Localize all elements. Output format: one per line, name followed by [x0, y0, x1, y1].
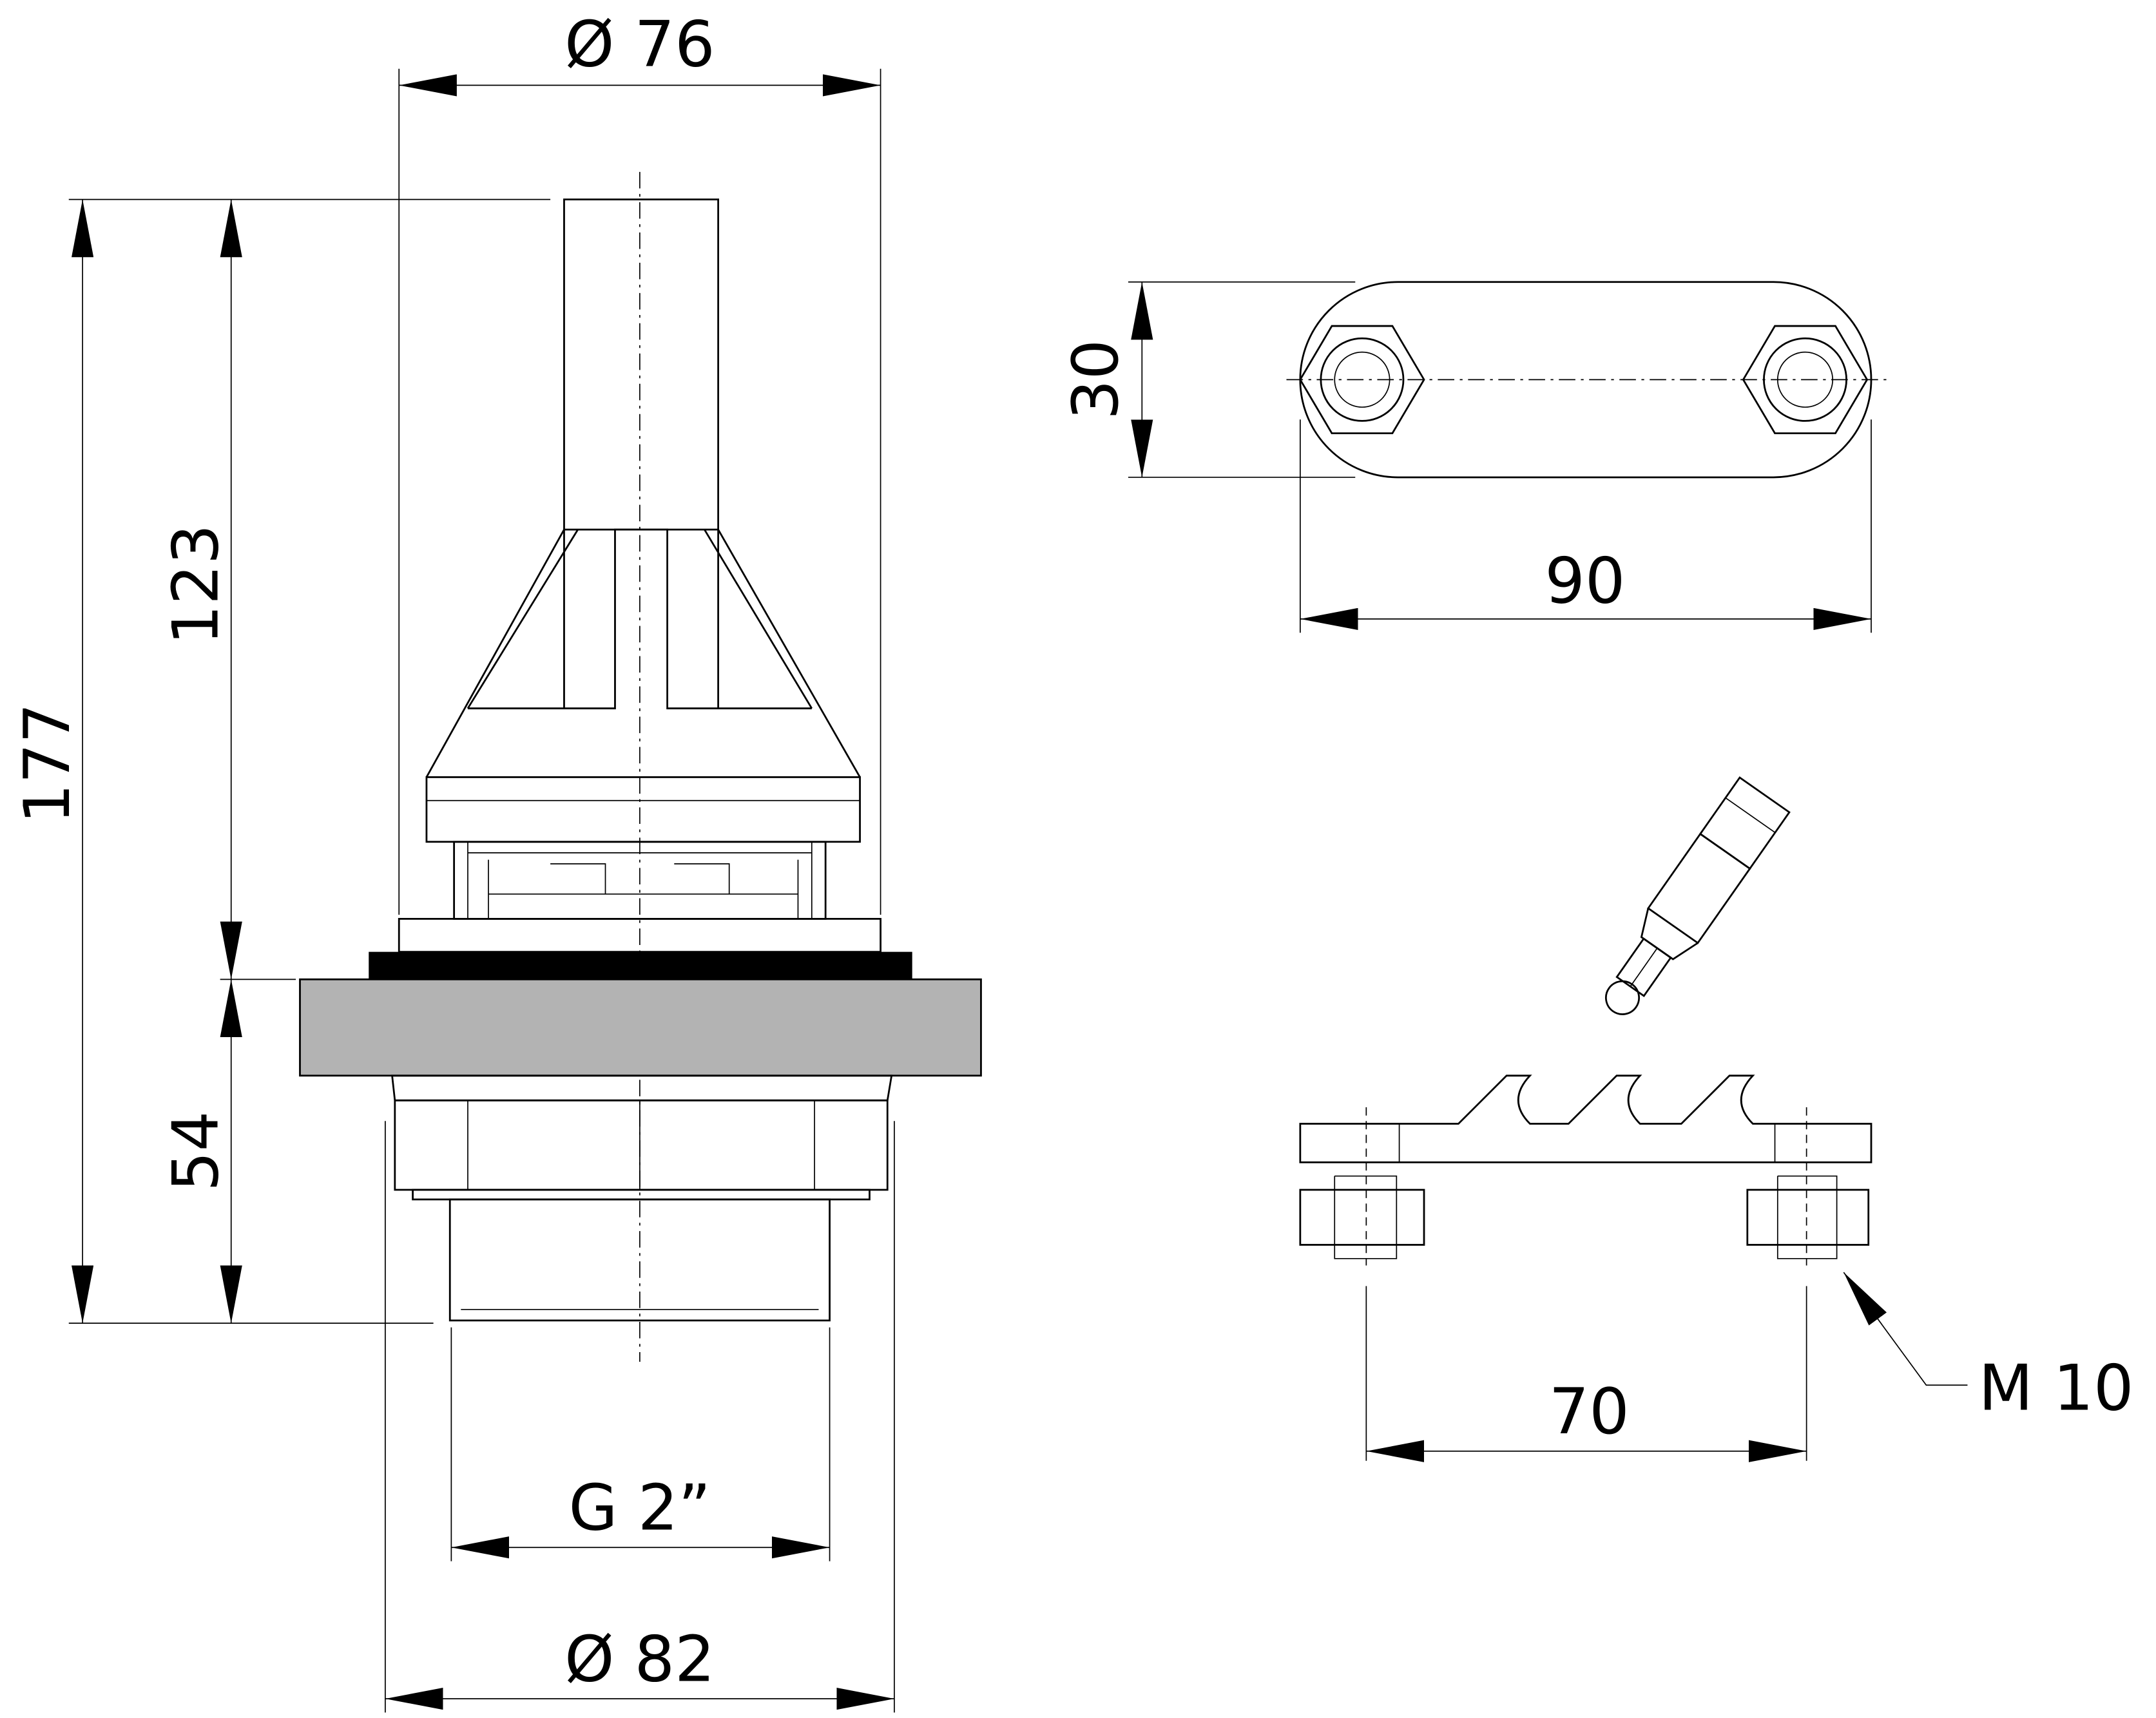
- dim-bolt-spacing: 70: [1549, 1375, 1630, 1449]
- valve-side-view: [299, 171, 982, 1362]
- key-tool: [1604, 776, 1791, 1015]
- dim-lower-height: 54: [159, 1111, 233, 1192]
- dim-slot-length: 90: [1545, 544, 1625, 618]
- dim-slot-width: 30: [1059, 339, 1133, 420]
- bolt-nut-right: [1746, 1107, 1870, 1266]
- gasket: [369, 951, 912, 980]
- dim-bolt-size: M 10: [1979, 1352, 2134, 1426]
- dimension-top-diameter: Ø 76: [398, 8, 881, 915]
- bolt-leader: [1843, 1272, 1968, 1386]
- nut-washer: [412, 1188, 871, 1201]
- nut-chamfer: [391, 1074, 893, 1102]
- bolt-nut-left: [1299, 1107, 1425, 1266]
- bracket-side-view: 70 M 10: [1299, 1074, 2134, 1462]
- dimension-heights: 177 123 54: [11, 198, 551, 1324]
- dim-total-height: 177: [11, 703, 84, 823]
- hex-nut-right: [1742, 325, 1869, 435]
- collar: [425, 776, 861, 843]
- nut-facets: [467, 1100, 815, 1190]
- hex-nut-left: [1299, 325, 1425, 435]
- thread: [448, 1198, 831, 1322]
- lock-nut: [394, 1099, 889, 1191]
- dim-thread: G 2”: [569, 1471, 711, 1545]
- dimension-thread: G 2”: [450, 1327, 831, 1561]
- housing-internals: [467, 841, 813, 919]
- tube: [563, 198, 720, 531]
- bracket: [1299, 1074, 1872, 1163]
- dim-top-diameter: Ø 76: [564, 8, 715, 82]
- cone: [425, 528, 861, 778]
- slot-plate-top-view: 30 90: [1059, 281, 1888, 633]
- dim-upper-height: 123: [159, 524, 233, 645]
- dim-bottom-diameter: Ø 82: [564, 1623, 715, 1696]
- dimension-bottom-diameter: Ø 82: [385, 1121, 895, 1713]
- tank-wall: [299, 978, 982, 1077]
